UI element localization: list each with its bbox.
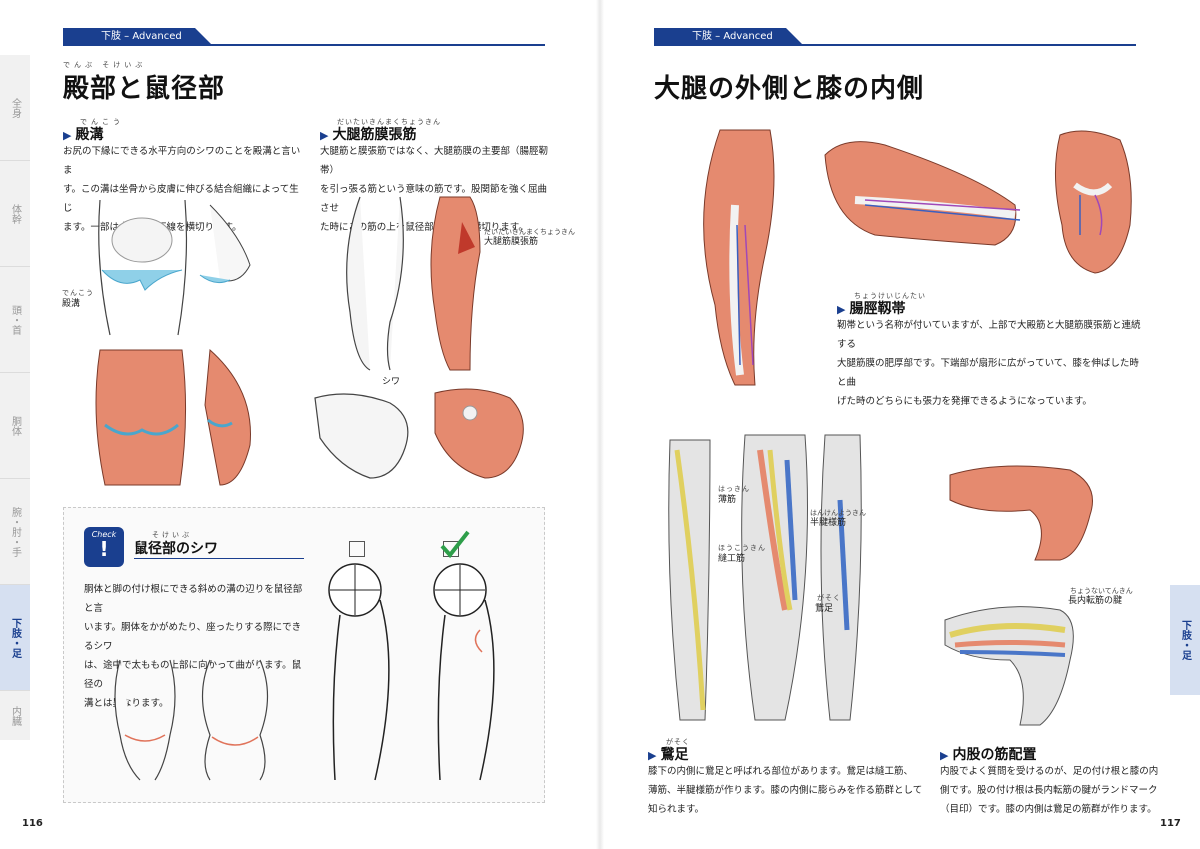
check-box [63, 507, 545, 803]
label-ruby: はっきん [718, 485, 750, 493]
page-number: 116 [22, 818, 43, 829]
gracilis-label: 薄筋 [718, 495, 737, 505]
section-heading: ▶大腿筋膜張筋 [320, 127, 417, 143]
heading-ruby: そけいぶ [152, 531, 192, 539]
torso-illustration [114, 659, 269, 781]
side-tab-leg[interactable]: 下肢・足 [1170, 585, 1200, 695]
label-ruby: はんけんようきん [810, 509, 866, 517]
bending-illustration [328, 563, 495, 781]
heading-ruby: がそく [666, 738, 690, 746]
wrong-example-checkbox [349, 541, 365, 557]
side-tab-leg[interactable]: 下肢・足 [0, 585, 30, 691]
label-ruby: がそく [817, 594, 841, 602]
gluteal-muscles-illustration [95, 348, 251, 486]
side-tabs: 全身 体幹 頭・首 胴体 腕・肘・手 下肢・足 内臓 [0, 55, 30, 740]
section-body: 内股でよく質問を受けるのが、足の付け根と膝の内 側です。股の付け根は長内転筋の腱… [940, 766, 1159, 815]
pes-anserinus-label: 鵞足 [815, 604, 834, 614]
page-title: 殿部と鼠径部 [63, 74, 226, 104]
section-heading: ▶鵞足 [648, 747, 689, 763]
page-number: 117 [1160, 818, 1181, 829]
tfl-label: 大腿筋膜張筋 [484, 237, 539, 247]
side-tab-arm[interactable]: 腕・肘・手 [0, 479, 30, 585]
title-ruby: でんぶ そけいぶ [63, 61, 147, 69]
side-tab-organs[interactable]: 内臓 [9, 705, 21, 726]
thigh-flexed-illustration [824, 141, 1021, 246]
label-ruby: ちょうないてんきん [1070, 587, 1133, 595]
side-tab-whole-body[interactable]: 全身 [0, 55, 30, 161]
tfl-illustration [346, 196, 481, 371]
gluteal-fold-label: 殿溝 [62, 299, 81, 309]
page-title: 大腿の外側と膝の内側 [654, 74, 925, 104]
checkmark-icon [440, 530, 470, 559]
side-tab-head-neck[interactable]: 頭・首 [0, 267, 30, 373]
label-ruby: だいたいきんまくちょうきん [484, 228, 575, 236]
check-heading-underline [134, 558, 304, 559]
squat-illustration [314, 388, 524, 479]
heading-ruby: でんこう [80, 118, 124, 126]
gutter [596, 0, 604, 849]
right-header: 下肢 – Advanced [654, 28, 1136, 46]
left-page: 下肢 – Advanced 全身 体幹 頭・首 胴体 腕・肘・手 下肢・足 内臓… [0, 28, 575, 829]
section-body: 膝下の内側に鵞足と呼ばれる部位があります。鵞足は縫工筋、 薄筋、半腱様筋が作りま… [648, 766, 923, 815]
adductor-longus-tendon-label: 長内転筋の腱 [1068, 596, 1123, 606]
section-heading: ▶腸脛靱帯 [837, 301, 906, 317]
left-header: 下肢 – Advanced [63, 28, 545, 46]
side-tab-trunk[interactable]: 体幹 [0, 161, 30, 267]
heading-ruby: ちょうけいじんたい [854, 292, 926, 300]
right-page: 下肢 – Advanced 大腿の外側と膝の内側 ちょうけいじんたい ▶腸脛靱帯… [600, 0, 1200, 849]
section-heading: ▶殿溝 [63, 127, 104, 143]
heading-ruby: だいたいきんまくちょうきん [337, 118, 441, 126]
sartorius-label: 縫工筋 [718, 554, 746, 564]
section-body: 靭帯という名称が付いていますが、上部で大殿筋と大腿筋膜張筋と連続する 大腿筋膜の… [837, 320, 1141, 407]
check-badge: Check ! [84, 527, 124, 567]
inner-thigh-illustration [944, 606, 1074, 726]
leg-medial-illustration [668, 434, 862, 721]
section-tab: 下肢 – Advanced [654, 28, 804, 46]
thigh-lateral-illustration [703, 129, 775, 386]
crease-label: シワ [382, 377, 401, 387]
pelvis-illustration [98, 199, 251, 336]
check-heading: 鼠径部のシワ [134, 541, 218, 557]
semitendinosus-label: 半腱様筋 [810, 518, 847, 528]
leg-side-muscle-illustration [949, 465, 1093, 561]
label-ruby: ほうこうきん [718, 544, 766, 552]
label-ruby: でんこう [62, 289, 94, 297]
section-heading: ▶内股の筋配置 [940, 747, 1037, 763]
section-body: 大腿筋と膜張筋ではなく、大腿筋膜の主要部（腸脛靭帯） を引っ張る筋という意味の筋… [320, 146, 549, 233]
section-tab: 下肢 – Advanced [63, 28, 213, 46]
side-tab-torso[interactable]: 胴体 [0, 373, 30, 479]
hip-lateral-illustration [1055, 130, 1132, 274]
